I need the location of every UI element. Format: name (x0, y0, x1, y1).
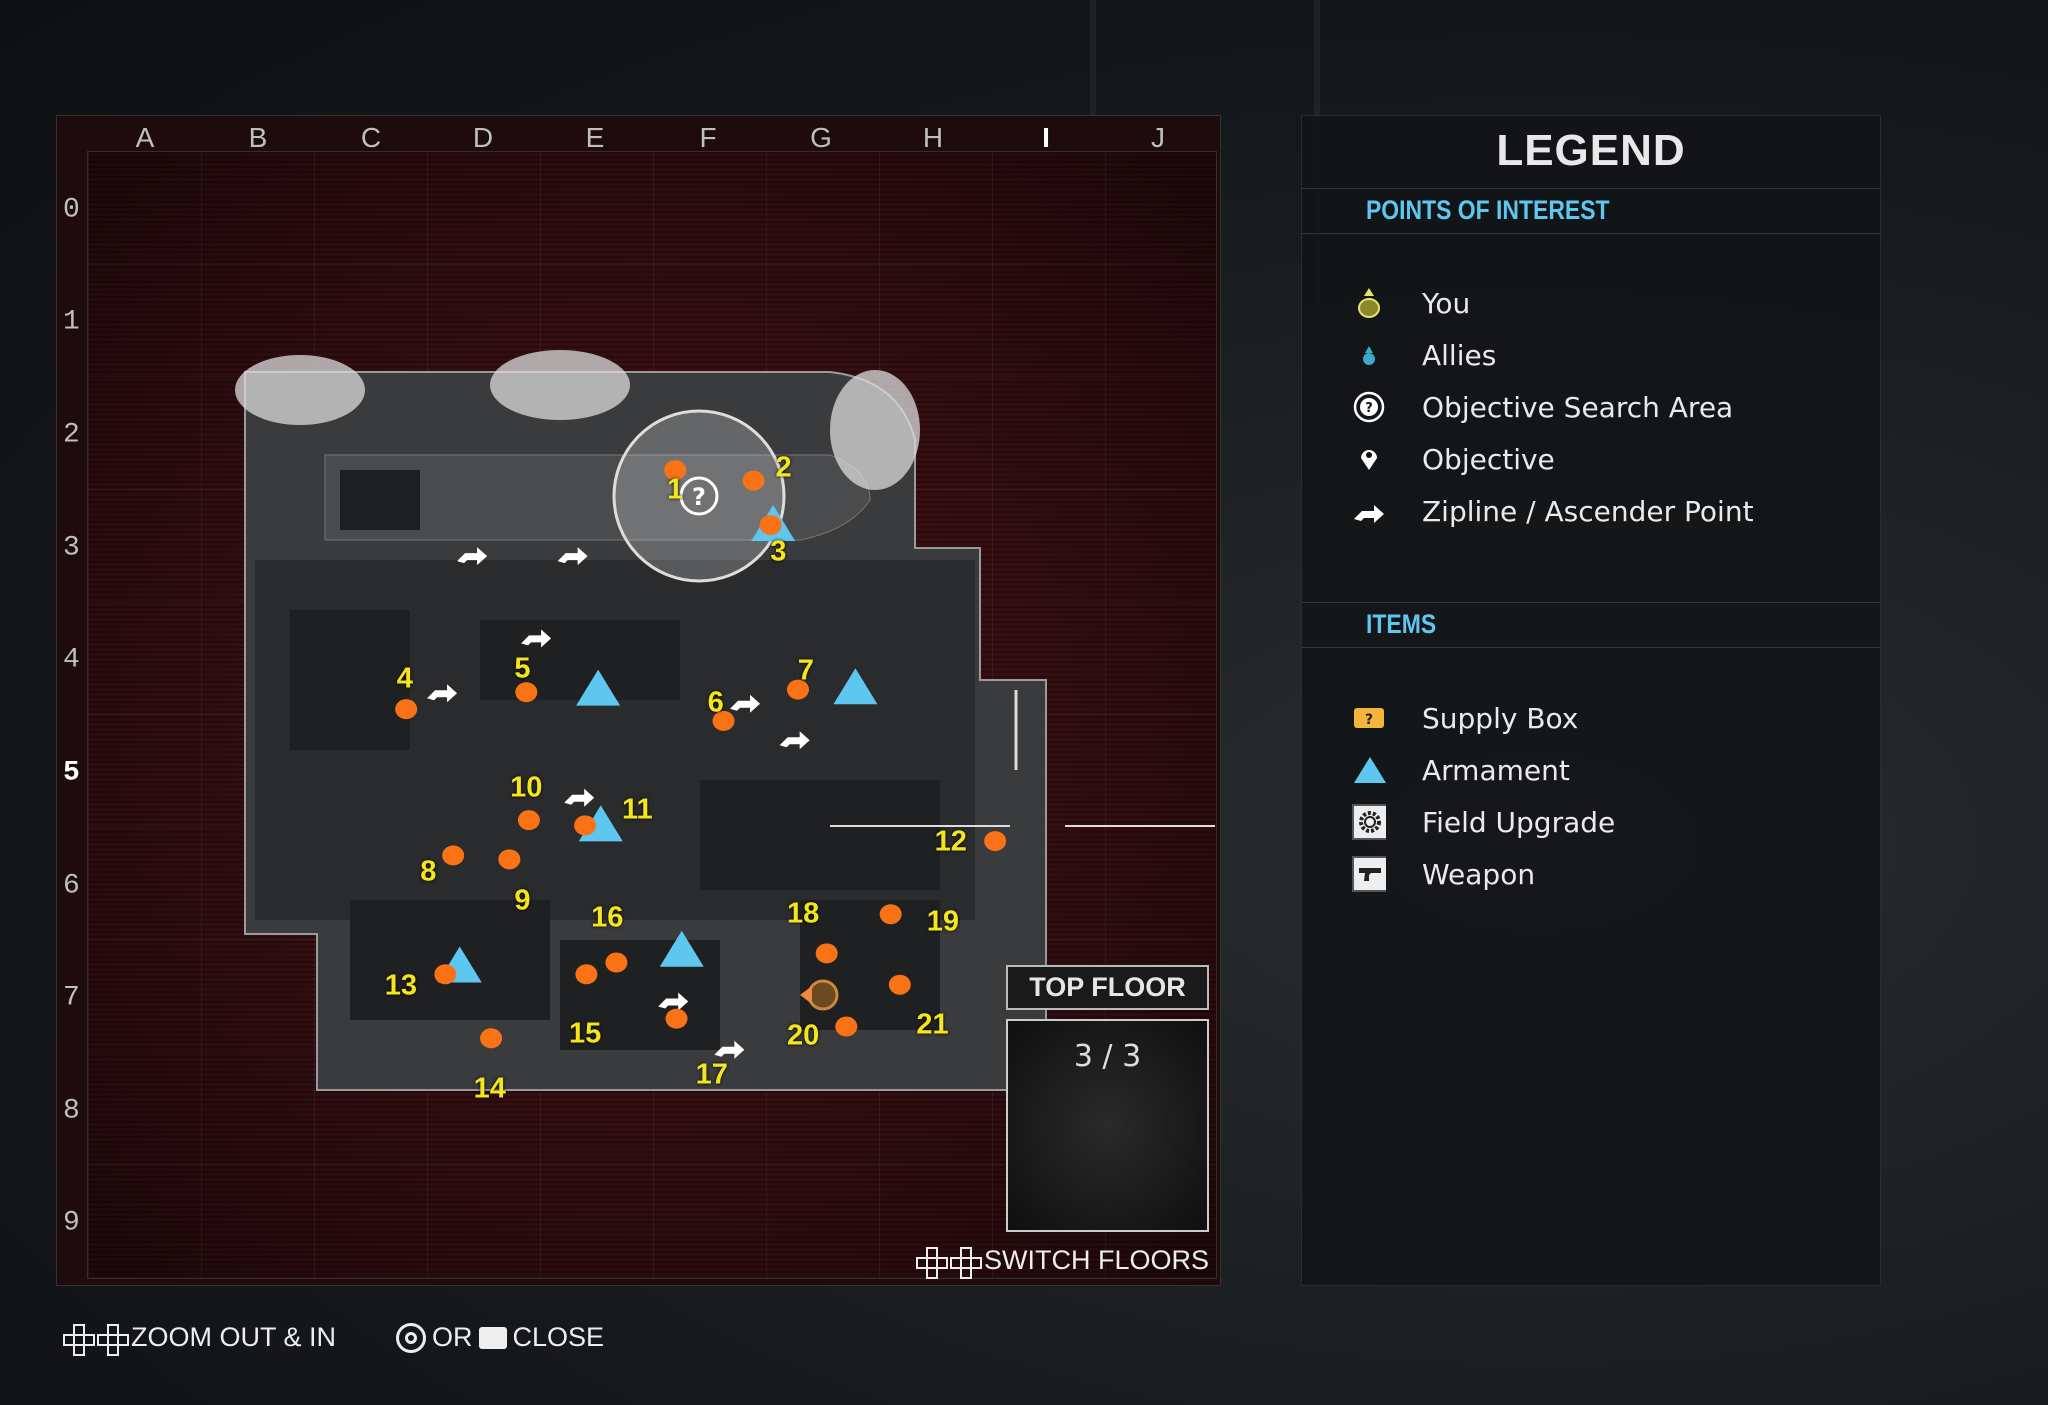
circle-button-icon (396, 1322, 426, 1353)
column-label: H (922, 122, 944, 153)
weapon-icon (1352, 856, 1386, 892)
poi-header-text: POINTS OF INTEREST (1366, 195, 1610, 225)
marker-label-1[interactable]: 1 (667, 473, 684, 506)
marker-label-11[interactable]: 11 (621, 793, 653, 826)
marker-label-21[interactable]: 21 (916, 1008, 949, 1041)
column-label: D (472, 122, 494, 153)
legend-item-objective: Objective (1352, 439, 1555, 479)
zoom-label: ZOOM OUT & IN (131, 1322, 337, 1352)
field-upgrade-icon (1352, 804, 1386, 840)
legend-title: LEGEND (1496, 126, 1686, 175)
dpad-icon (63, 1323, 95, 1356)
marker-label-20[interactable]: 20 (787, 1019, 820, 1052)
marker-label-14[interactable]: 14 (473, 1072, 506, 1105)
row-label: 1 (63, 306, 80, 338)
zoom-hint[interactable]: ZOOM OUT & IN (63, 1322, 337, 1356)
marker-label-13[interactable]: 13 (384, 969, 418, 1002)
floor-selector[interactable]: 3 / 3 (1006, 1019, 1209, 1232)
column-label: A (135, 122, 155, 153)
supply-box-icon: ? (1352, 701, 1386, 735)
marker-label-2[interactable]: 2 (775, 451, 792, 484)
marker-label-12[interactable]: 12 (934, 825, 967, 858)
legend-item-field-upgrade: Field Upgrade (1352, 802, 1615, 842)
column-label: F (699, 122, 717, 153)
dpad-icon (915, 1246, 948, 1279)
legend-item-supply-box: ?Supply Box (1352, 698, 1578, 738)
marker-label-10[interactable]: 10 (510, 771, 543, 804)
items-header-text: ITEMS (1366, 609, 1437, 639)
dpad-icon (949, 1246, 982, 1279)
poi-section-header: POINTS OF INTEREST (1302, 188, 1880, 234)
row-label: 3 (63, 532, 80, 564)
marker-label-9[interactable]: 9 (514, 884, 531, 917)
dpad-icon (97, 1323, 129, 1356)
marker-label-17[interactable]: 17 (695, 1058, 728, 1091)
marker-label-19[interactable]: 19 (926, 905, 960, 938)
svg-text:?: ? (1365, 401, 1373, 416)
marker-label-7[interactable]: 7 (797, 654, 814, 687)
objective-pin-icon (1352, 442, 1386, 476)
legend-item-objective-search-area: ?Objective Search Area (1352, 387, 1733, 427)
row-label: 6 (63, 870, 80, 902)
marker-label-18[interactable]: 18 (787, 897, 820, 930)
row-label: 9 (63, 1207, 80, 1239)
row-label: 8 (63, 1095, 80, 1127)
column-label: E (585, 122, 605, 153)
legend-panel: LEGEND POINTS OF INTEREST You Allies ?Ob… (1301, 115, 1881, 1286)
marker-label-4[interactable]: 4 (396, 662, 413, 695)
svg-text:?: ? (1365, 712, 1373, 728)
close-label: CLOSE (512, 1322, 605, 1352)
marker-label-16[interactable]: 16 (591, 901, 624, 934)
row-label: 2 (63, 419, 80, 451)
marker-label-15[interactable]: 15 (568, 1017, 602, 1050)
legend-item-weapon: Weapon (1352, 854, 1535, 894)
switch-floors-label: SWITCH FLOORS (983, 1245, 1209, 1275)
legend-item-zipline: Zipline / Ascender Point (1352, 491, 1754, 531)
you-icon (1352, 286, 1386, 320)
column-label: C (360, 122, 382, 153)
items-section-header: ITEMS (1302, 602, 1880, 648)
marker-label-6[interactable]: 6 (707, 686, 724, 719)
marker-label-3[interactable]: 3 (770, 535, 787, 568)
row-label: 0 (63, 194, 80, 226)
floor-indicator: 3 / 3 (1073, 1039, 1142, 1074)
legend-item-allies: Allies (1352, 335, 1496, 375)
zipline-icon (1352, 494, 1386, 528)
or-label: OR (432, 1322, 473, 1352)
column-label: B (248, 122, 268, 153)
legend-item-armament: Armament (1352, 750, 1570, 790)
legend-item-you: You (1352, 283, 1470, 323)
switch-floors-hint[interactable]: SWITCH FLOORS (915, 1245, 1209, 1279)
armament-icon (1352, 753, 1386, 787)
allies-icon (1352, 338, 1386, 372)
objective-search-area-icon: ? (1352, 390, 1386, 424)
column-label: J (1151, 122, 1165, 153)
marker-label-8[interactable]: 8 (420, 855, 437, 888)
floor-label: TOP FLOOR (1006, 965, 1209, 1010)
column-label-active: I (1042, 122, 1050, 153)
row-label: 7 (63, 982, 80, 1014)
row-label-active: 5 (63, 757, 80, 789)
marker-label-5[interactable]: 5 (514, 652, 531, 685)
column-label: G (810, 122, 832, 153)
close-hint[interactable]: OR CLOSE (396, 1322, 604, 1353)
row-label: 4 (63, 644, 80, 676)
keyboard-icon (478, 1326, 507, 1349)
